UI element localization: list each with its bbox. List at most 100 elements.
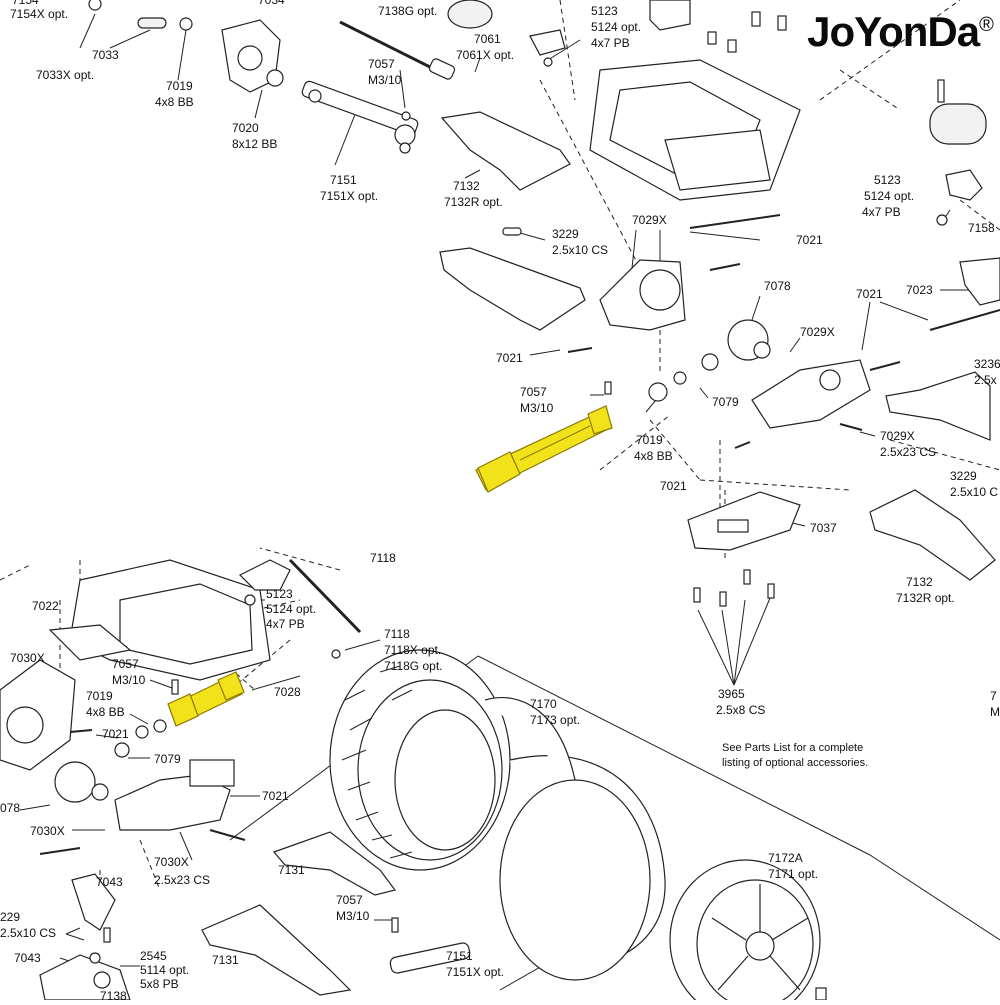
label-7019-size: 4x8 BB bbox=[634, 449, 673, 463]
label-7021: 7021 bbox=[262, 789, 289, 803]
label-3229: 3229 bbox=[552, 227, 579, 241]
label-7171: 7171 opt. bbox=[768, 867, 818, 881]
label-7043: 7043 bbox=[14, 951, 41, 965]
label-7061: 7061 bbox=[474, 32, 501, 46]
label-7151x: 7151X opt. bbox=[446, 965, 504, 979]
label-3965: 3965 bbox=[718, 687, 745, 701]
label-3229: 3229 bbox=[950, 469, 977, 483]
label-7118: 7118 bbox=[370, 551, 396, 565]
label-7078: 078 bbox=[0, 801, 20, 815]
label-5124: 5124 opt. bbox=[591, 20, 641, 34]
label-5124: 5124 opt. bbox=[266, 602, 316, 616]
label-7057-size: M3/10 bbox=[336, 909, 370, 923]
label-4x7pb: 4x7 PB bbox=[266, 617, 305, 631]
label-4x7pb: 4x7 PB bbox=[862, 205, 901, 219]
label-7019: 7019 bbox=[636, 433, 663, 447]
label-7132: 7132 bbox=[906, 575, 933, 589]
shock-top bbox=[929, 103, 987, 226]
label-7019: 7019 bbox=[166, 79, 193, 93]
label-7138g: 7138G opt. bbox=[378, 4, 437, 18]
label-7029x: 7029X bbox=[880, 429, 915, 443]
alignment-lines bbox=[0, 0, 1000, 905]
label-7151: 7151 bbox=[330, 173, 357, 187]
label-7131: 7131 bbox=[212, 953, 239, 967]
label-7029x-size: 2.5x23 CS bbox=[880, 445, 936, 459]
label-7020-size: 8x12 BB bbox=[232, 137, 277, 151]
label-7151: 7151 bbox=[446, 949, 473, 963]
rear-shaft-top bbox=[301, 80, 419, 154]
label-7057: 7057 bbox=[112, 657, 139, 671]
label-7-partial: 7 bbox=[990, 689, 997, 703]
label-7021: 7021 bbox=[660, 479, 687, 493]
label-7057-size: M3/10 bbox=[368, 73, 402, 87]
label-7030x-size: 2.5x23 CS bbox=[154, 873, 210, 887]
label-7030x: 7030X bbox=[30, 824, 65, 838]
label-7057-size: M3/10 bbox=[520, 401, 554, 415]
label-7034: 7034 bbox=[258, 0, 285, 7]
label-7037: 7037 bbox=[810, 521, 837, 535]
label-5124: 5124 opt. bbox=[864, 189, 914, 203]
label-3229-size: 2.5x10 CS bbox=[0, 926, 56, 940]
label-7021: 7021 bbox=[102, 727, 129, 741]
label-7057: 7057 bbox=[368, 57, 395, 71]
label-7132r: 7132R opt. bbox=[444, 195, 503, 209]
label-7033: 7033 bbox=[92, 48, 119, 62]
label-3965-size: 2.5x8 CS bbox=[716, 703, 765, 717]
label-7132r: 7132R opt. bbox=[896, 591, 955, 605]
brand-name: JoYonDa bbox=[807, 8, 980, 55]
label-5123: 5123 bbox=[591, 4, 618, 18]
label-7138: 7138 bbox=[100, 989, 127, 1000]
tire-and-wheel bbox=[329, 649, 827, 1005]
label-7057-size: M3/10 bbox=[112, 673, 146, 687]
label-7030x: 7030X bbox=[10, 651, 45, 665]
label-7061x: 7061X opt. bbox=[456, 48, 514, 62]
registered-mark: ® bbox=[979, 14, 994, 36]
label-7118g: 7118G opt. bbox=[384, 659, 443, 673]
label-2545: 2545 bbox=[140, 949, 167, 963]
label-7019: 7019 bbox=[86, 689, 113, 703]
brand-logo: JoYonDa® bbox=[800, 8, 1000, 56]
label-7019-size: 4x8 BB bbox=[155, 95, 194, 109]
note-line-2: listing of optional accessories. bbox=[722, 757, 869, 769]
label-3236-size: 2.5x bbox=[974, 373, 997, 387]
label-7033x: 7033X opt. bbox=[36, 68, 94, 82]
label-7079: 7079 bbox=[154, 752, 181, 766]
label-7030x: 7030X bbox=[154, 855, 189, 869]
label-4x7pb: 4x7 PB bbox=[591, 36, 630, 50]
label-7158: 7158 bbox=[968, 221, 995, 235]
top-left-parts bbox=[88, 0, 586, 331]
label-7043: 7043 bbox=[96, 875, 123, 889]
label-7021: 7021 bbox=[796, 233, 823, 247]
label-7057: 7057 bbox=[336, 893, 363, 907]
label-3229-size: 2.5x10 CS bbox=[552, 243, 608, 257]
label-7154: 7154 bbox=[12, 0, 39, 7]
label-7154x: 7154X opt. bbox=[10, 7, 68, 21]
label-3236: 3236 bbox=[974, 357, 1000, 371]
label-5x8pb: 5x8 PB bbox=[140, 977, 179, 991]
label-3229: 229 bbox=[0, 910, 20, 924]
label-5114: 5114 opt. bbox=[140, 963, 189, 977]
label-5123: 5123 bbox=[874, 173, 901, 187]
label-7021: 7021 bbox=[496, 351, 523, 365]
label-7173: 7173 opt. bbox=[530, 713, 580, 727]
label-7131: 7131 bbox=[278, 863, 305, 877]
label-7019-size: 4x8 BB bbox=[86, 705, 125, 719]
label-m-partial: M bbox=[990, 705, 1000, 719]
top-right-chassis bbox=[589, 0, 1000, 331]
label-7029x: 7029X bbox=[800, 325, 835, 339]
label-7118x: 7118X opt. bbox=[384, 643, 441, 657]
bottom-left-parts bbox=[0, 558, 471, 1001]
label-5123: 5123 bbox=[266, 587, 293, 601]
label-7029x: 7029X bbox=[632, 213, 667, 227]
label-7028: 7028 bbox=[274, 685, 301, 699]
tire-tread bbox=[341, 665, 413, 859]
label-7020: 7020 bbox=[232, 121, 259, 135]
rear-gearbox bbox=[567, 259, 996, 607]
highlighted-driveshaft-lower bbox=[167, 671, 245, 727]
label-7023: 7023 bbox=[906, 283, 933, 297]
label-7170: 7170 bbox=[530, 697, 557, 711]
note-line-1: See Parts List for a complete bbox=[722, 742, 864, 754]
label-7132: 7132 bbox=[453, 179, 480, 193]
